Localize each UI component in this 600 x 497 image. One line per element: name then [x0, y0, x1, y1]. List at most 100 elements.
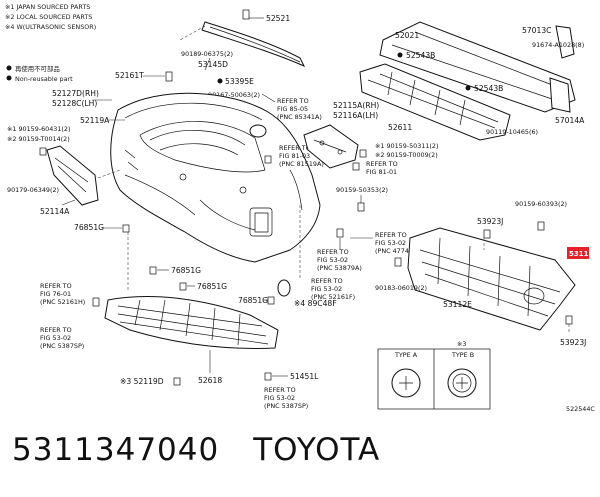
label-52127d: 52127D(RH) [52, 89, 99, 98]
trim-strip-drawing [179, 21, 306, 68]
screw-icon [267, 296, 275, 305]
non-reusable-marker-icon [217, 78, 223, 84]
note-ultrasonic: ※4 W(ULTRASONIC SENSOR) [5, 23, 96, 31]
label-5311e-highlight: 5311E [569, 250, 593, 258]
label-52021: 52021 [395, 31, 419, 40]
refer-callout-53-02-53879a: REFER TO FIG 53-02 (PNC 53879A) [317, 248, 362, 272]
label-90159a1: ※1 90159-60431(2) [7, 125, 70, 133]
note-japan-sourced: ※1 JAPAN SOURCED PARTS [5, 3, 90, 11]
footer-brand: TOYOTA [253, 432, 381, 468]
label-ref-id: 522544C [566, 405, 595, 413]
clip-icon [173, 377, 181, 386]
svg-text:(PNC 53879A): (PNC 53879A) [317, 264, 362, 272]
clip-icon [165, 71, 173, 82]
label-76851g-d: 76851G [238, 296, 268, 305]
svg-text:FIG 85-05: FIG 85-05 [277, 105, 308, 113]
svg-text:FIG 53-02: FIG 53-02 [375, 239, 406, 247]
label-52161t: 52161T [115, 71, 144, 80]
label-90159b2: ※2 90159-T0009(2) [375, 151, 438, 159]
center-bracket-drawing [303, 124, 359, 169]
svg-text:REFER TO: REFER TO [375, 231, 407, 239]
label-76851g-a: 76851G [74, 223, 104, 232]
label-52128c: 52128C(LH) [52, 99, 97, 108]
clip-icon [39, 147, 47, 156]
svg-text:(PNC 47749D): (PNC 47749D) [375, 247, 420, 255]
refer-callout-53-02-52161f: REFER TO FIG 53-02 (PNC 52161F) [311, 277, 355, 301]
label-52119d: ※3 52119D [120, 377, 164, 386]
clip-icon [264, 155, 272, 164]
clip-icon [92, 297, 100, 307]
label-57013c: 57013C [522, 26, 551, 35]
svg-text:FIG 53-02: FIG 53-02 [311, 285, 342, 293]
svg-text:FIG 81-03: FIG 81-03 [279, 152, 310, 160]
label-53112e: 53112E [443, 300, 472, 309]
svg-text:REFER TO: REFER TO [279, 144, 311, 152]
svg-text:FIG 53-02: FIG 53-02 [317, 256, 348, 264]
clip-icon [359, 149, 367, 158]
clip-icon [394, 257, 402, 267]
label-90167: 90167-50063(2) [208, 91, 260, 99]
label-57014a: 57014A [555, 116, 585, 125]
bumper-cover-drawing [110, 92, 321, 263]
screw-icon [149, 266, 157, 275]
non-reusable-marker-icon [6, 75, 12, 81]
label-52116a: 52116A(LH) [333, 111, 378, 120]
label-90183: 90183-06019(2) [375, 284, 427, 292]
svg-text:※3: ※3 [457, 340, 466, 348]
lower-grille-right-drawing [407, 227, 576, 331]
label-52521: 52521 [266, 14, 290, 23]
legend-jp: 再使用不可部品 [15, 64, 60, 73]
refer-callout-76-01: REFER TO FIG 76-01 (PNC 52161H) [40, 282, 85, 306]
label-76851g-b: 76851G [171, 266, 201, 275]
refer-callout-85-05: REFER TO FIG 85-05 (PNC 85341A) [277, 97, 322, 121]
label-90179: 90179-06349(2) [7, 186, 59, 194]
label-52611: 52611 [388, 123, 412, 132]
lower-grille-drawing [104, 296, 279, 349]
energy-absorber-drawing [359, 63, 511, 141]
footer-caption: 5311347040 TOYOTA [12, 432, 380, 468]
footer-part-number: 5311347040 [12, 432, 220, 468]
label-52115a: 52115A(RH) [333, 101, 379, 110]
refer-callout-53-02-left: REFER TO FIG 53-02 (PNC 5387SP) [40, 326, 84, 350]
svg-text:(PNC 5387SP): (PNC 5387SP) [40, 342, 84, 350]
clip-type-inset: ※3 TYPE A TYPE B [377, 340, 491, 410]
svg-text:REFER TO: REFER TO [40, 282, 72, 290]
svg-text:(PNC 81519A): (PNC 81519A) [279, 160, 324, 168]
legend-en: Non-reusable part [15, 75, 73, 83]
svg-text:FIG 53-02: FIG 53-02 [40, 334, 71, 342]
label-53145d: 53145D [198, 60, 228, 69]
label-90119: 90119-10465(6) [486, 128, 538, 136]
non-reusable-marker-icon [6, 65, 12, 71]
label-51451l: 51451L [290, 372, 319, 381]
clip-icon [483, 229, 491, 239]
label-52114a: 52114A [40, 207, 70, 216]
clip-icon [565, 315, 573, 325]
label-76851g-c: 76851G [197, 282, 227, 291]
svg-text:TYPE A: TYPE A [394, 351, 418, 359]
screw-icon [122, 224, 130, 233]
tow-cover-drawing [249, 124, 267, 138]
label-52119a: 52119A [80, 116, 110, 125]
sensor-icon [277, 279, 291, 297]
label-52543b-b: 52543B [474, 84, 503, 93]
side-bracket-drawing [46, 145, 99, 206]
clip-icon [537, 221, 545, 231]
clip-icon [336, 228, 344, 238]
label-90159d: 90159-60393(2) [515, 200, 567, 208]
clip-icon [352, 162, 360, 171]
screw-icon [264, 372, 272, 381]
svg-text:(PNC 85341A): (PNC 85341A) [277, 113, 322, 121]
label-90159c: 90159-50353(2) [336, 186, 388, 194]
svg-text:(PNC 52161H): (PNC 52161H) [40, 298, 85, 306]
label-52618: 52618 [198, 376, 222, 385]
label-91674: 91674-A1028(8) [532, 41, 584, 49]
svg-text:REFER TO: REFER TO [40, 326, 72, 334]
label-52543b-a: 52543B [406, 51, 435, 60]
svg-text:FIG 81-01: FIG 81-01 [366, 168, 397, 176]
svg-text:REFER TO: REFER TO [317, 248, 349, 256]
reinforcement-drawing [379, 21, 576, 113]
label-90159b1: ※1 90159-50311(2) [375, 142, 438, 150]
label-90159a2: ※2 90159-T0014(2) [7, 135, 70, 143]
highlight-part-box [567, 247, 589, 259]
